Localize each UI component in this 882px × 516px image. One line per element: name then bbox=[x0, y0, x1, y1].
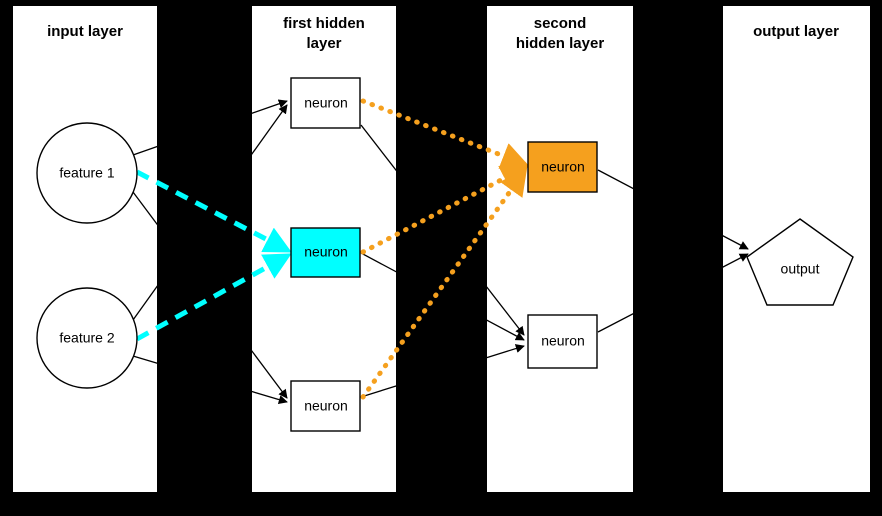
output-label: output bbox=[781, 261, 820, 277]
title-output-layer: output layer bbox=[753, 23, 839, 40]
edge-feature1-to-cyan-neuron bbox=[135, 169, 292, 253]
feature-1-circle[interactable] bbox=[36, 122, 138, 224]
title-second-hidden-layer-line2: hidden layer bbox=[516, 35, 605, 52]
edge-feature1-to-h1neuron3 bbox=[132, 191, 288, 399]
node-h1-neuron-3[interactable]: neuron bbox=[290, 380, 361, 432]
edge-feature2-to-h1neuron1 bbox=[132, 104, 288, 321]
node-h1-neuron-2-highlighted[interactable]: neuron bbox=[290, 227, 361, 278]
edge-h1neuron3-to-orange-neuron bbox=[360, 167, 528, 400]
node-h2-neuron-2[interactable]: neuron bbox=[527, 314, 598, 369]
h1-neuron-2-box[interactable] bbox=[290, 227, 361, 278]
feature-2-circle[interactable] bbox=[36, 287, 138, 389]
highlighted-orange-edges bbox=[360, 98, 530, 400]
h2-neuron-1-label: neuron bbox=[541, 159, 585, 175]
h1-neuron-2-label: neuron bbox=[304, 244, 348, 260]
layer-titles: input layer first hidden layer second hi… bbox=[47, 15, 839, 52]
node-feature-2[interactable]: feature 2 bbox=[36, 287, 138, 389]
title-second-hidden-layer-line1: second bbox=[534, 15, 587, 32]
node-h2-neuron-1-highlighted[interactable]: neuron bbox=[527, 141, 598, 193]
edge-feature2-to-h1neuron3 bbox=[132, 355, 288, 405]
edge-h1neuron3-to-h2neuron2 bbox=[360, 344, 525, 398]
feature-1-label: feature 1 bbox=[59, 165, 114, 181]
node-output[interactable]: output bbox=[746, 218, 854, 306]
output-pentagon[interactable] bbox=[746, 218, 854, 306]
node-h1-neuron-1[interactable]: neuron bbox=[290, 77, 361, 129]
edge-feature2-to-cyan-neuron bbox=[135, 253, 292, 342]
edge-feature1-to-h1neuron1 bbox=[132, 99, 288, 156]
feature-2-label: feature 2 bbox=[59, 330, 114, 346]
panel-input-layer bbox=[13, 6, 157, 492]
title-input-layer: input layer bbox=[47, 23, 123, 40]
title-first-hidden-layer-line1: first hidden bbox=[283, 15, 365, 32]
edge-h1neuron2-to-h2neuron2 bbox=[360, 252, 525, 341]
layer-panels bbox=[13, 6, 870, 492]
highlighted-cyan-edges bbox=[135, 169, 292, 342]
edge-h2neuron1-to-output bbox=[597, 169, 749, 250]
edge-h1neuron1-to-h2neuron2 bbox=[360, 124, 525, 336]
h2-neuron-1-box[interactable] bbox=[527, 141, 598, 193]
h1-neuron-1-label: neuron bbox=[304, 95, 348, 111]
edge-h1neuron1-to-orange-neuron bbox=[360, 98, 530, 169]
panel-second-hidden-layer bbox=[487, 6, 633, 492]
h1-neuron-3-label: neuron bbox=[304, 398, 348, 414]
edge-h1neuron2-to-orange-neuron bbox=[360, 165, 529, 255]
h2-neuron-2-label: neuron bbox=[541, 333, 585, 349]
node-feature-1[interactable]: feature 1 bbox=[36, 122, 138, 224]
h1-neuron-3-box[interactable] bbox=[290, 380, 361, 432]
edge-h2neuron2-to-output bbox=[597, 253, 749, 333]
h2-neuron-2-box[interactable] bbox=[527, 314, 598, 369]
plain-edges bbox=[132, 99, 749, 405]
h1-neuron-1-box[interactable] bbox=[290, 77, 361, 129]
title-first-hidden-layer-line2: layer bbox=[306, 35, 341, 52]
